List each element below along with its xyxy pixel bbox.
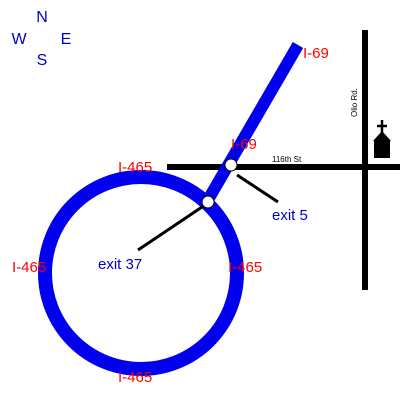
exit-37-label: exit 37: [98, 256, 142, 273]
exit-5-leader-line: [236, 173, 279, 204]
compass-rose: N W E S: [11, 9, 71, 69]
exit-37-leader-line: [137, 203, 206, 252]
i69-highway: [199, 41, 304, 209]
116th-street-label: 116th St: [272, 155, 302, 164]
exit-5-label: exit 5: [272, 207, 308, 224]
olio-road-label: Olio Rd.: [350, 88, 359, 117]
interchange-116th-marker: [224, 158, 238, 172]
i465-label-top: I-465: [118, 159, 152, 176]
church-icon: [373, 120, 391, 158]
i465-label-left: I-465: [12, 259, 46, 276]
i69-label-116th: I-69: [231, 136, 257, 153]
compass-west: W: [11, 31, 27, 48]
i69-label-north: I-69: [303, 45, 329, 62]
i465-loop: [38, 170, 244, 376]
i465-label-right: I-465: [228, 259, 262, 276]
compass-north: N: [36, 9, 48, 26]
compass-east: E: [61, 31, 72, 48]
compass-south: S: [37, 52, 48, 69]
i465-label-bottom: I-465: [118, 369, 152, 386]
interchange-465-marker: [201, 195, 215, 209]
